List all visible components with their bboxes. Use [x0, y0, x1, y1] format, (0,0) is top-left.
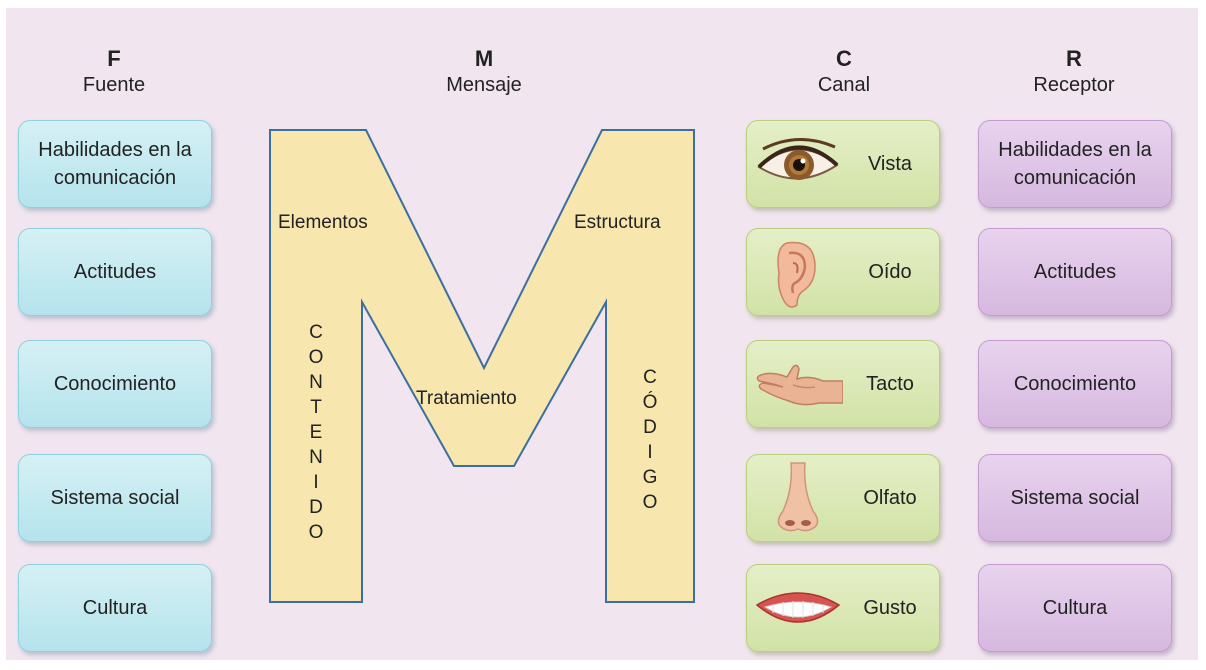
fuente-item-label: Conocimiento	[46, 370, 184, 398]
codigo-letter: Ó	[643, 391, 658, 413]
canal-item-label: Gusto	[843, 594, 937, 622]
receptor-item: Conocimiento	[978, 340, 1172, 428]
contenido-letter: T	[310, 397, 322, 418]
receptor-item: Cultura	[978, 564, 1172, 652]
estructura-label: Estructura	[574, 212, 661, 233]
ear-icon	[753, 233, 843, 313]
canal-title: Canal	[724, 72, 964, 98]
receptor-item-label: Sistema social	[1003, 484, 1148, 512]
contenido-letter: O	[309, 522, 324, 543]
canal-item-oido: Oído	[746, 228, 940, 316]
mensaje-title: Mensaje	[364, 72, 604, 98]
codigo-letter: I	[647, 442, 652, 463]
fuente-item-label: Habilidades en la comunicación	[19, 136, 211, 192]
codigo-letter: G	[643, 467, 658, 488]
receptor-letter: R	[954, 46, 1194, 72]
nose-icon	[753, 459, 843, 539]
fuente-item: Sistema social	[18, 454, 212, 542]
fuente-item: Habilidades en la comunicación	[18, 120, 212, 208]
receptor-title: Receptor	[954, 72, 1194, 98]
m-letter-shape	[270, 130, 694, 602]
elementos-label: Elementos	[278, 212, 368, 233]
mouth-icon	[753, 569, 843, 649]
canal-item-label: Vista	[843, 150, 937, 178]
receptor-item: Habilidades en la comunicación	[978, 120, 1172, 208]
fuente-item-label: Actitudes	[66, 258, 164, 286]
fuente-item-label: Cultura	[75, 594, 155, 622]
canal-letter: C	[724, 46, 964, 72]
fuente-header: F Fuente	[0, 46, 234, 98]
receptor-item: Sistema social	[978, 454, 1172, 542]
contenido-letter: I	[313, 472, 318, 493]
codigo-letter: O	[643, 492, 658, 513]
codigo-letter: D	[643, 417, 657, 438]
canal-item-tacto: Tacto	[746, 340, 940, 428]
mensaje-letter: M	[364, 46, 604, 72]
mensaje-m-shape: Elementos Estructura Tratamiento C O N T…	[266, 126, 700, 612]
canal-item-olfato: Olfato	[746, 454, 940, 542]
contenido-letter: D	[309, 497, 323, 518]
fuente-letter: F	[0, 46, 234, 72]
codigo-letter: C	[643, 367, 657, 388]
smcr-communication-model: F Fuente M Mensaje C Canal R Receptor Ha…	[6, 8, 1198, 660]
receptor-header: R Receptor	[954, 46, 1194, 98]
fuente-item: Actitudes	[18, 228, 212, 316]
receptor-item-label: Cultura	[1035, 594, 1115, 622]
contenido-letter: O	[309, 347, 324, 368]
mensaje-header: M Mensaje	[364, 46, 604, 98]
contenido-letter: C	[309, 322, 323, 343]
contenido-letter: N	[309, 372, 323, 393]
receptor-item-label: Habilidades en la comunicación	[979, 136, 1171, 192]
eye-icon	[753, 125, 843, 205]
hand-icon	[753, 345, 843, 425]
canal-item-label: Oído	[843, 258, 937, 286]
canal-item-label: Tacto	[843, 370, 937, 398]
canal-item-vista: Vista	[746, 120, 940, 208]
receptor-item: Actitudes	[978, 228, 1172, 316]
fuente-item: Cultura	[18, 564, 212, 652]
fuente-title: Fuente	[0, 72, 234, 98]
tratamiento-label: Tratamiento	[416, 388, 517, 409]
contenido-letter: E	[310, 422, 323, 443]
contenido-vertical-label: C O N T E N I D O	[309, 322, 324, 543]
contenido-letter: N	[309, 447, 323, 468]
fuente-item: Conocimiento	[18, 340, 212, 428]
canal-item-gusto: Gusto	[746, 564, 940, 652]
receptor-item-label: Conocimiento	[1006, 370, 1144, 398]
canal-item-label: Olfato	[843, 484, 937, 512]
canal-header: C Canal	[724, 46, 964, 98]
fuente-item-label: Sistema social	[43, 484, 188, 512]
receptor-item-label: Actitudes	[1026, 258, 1124, 286]
